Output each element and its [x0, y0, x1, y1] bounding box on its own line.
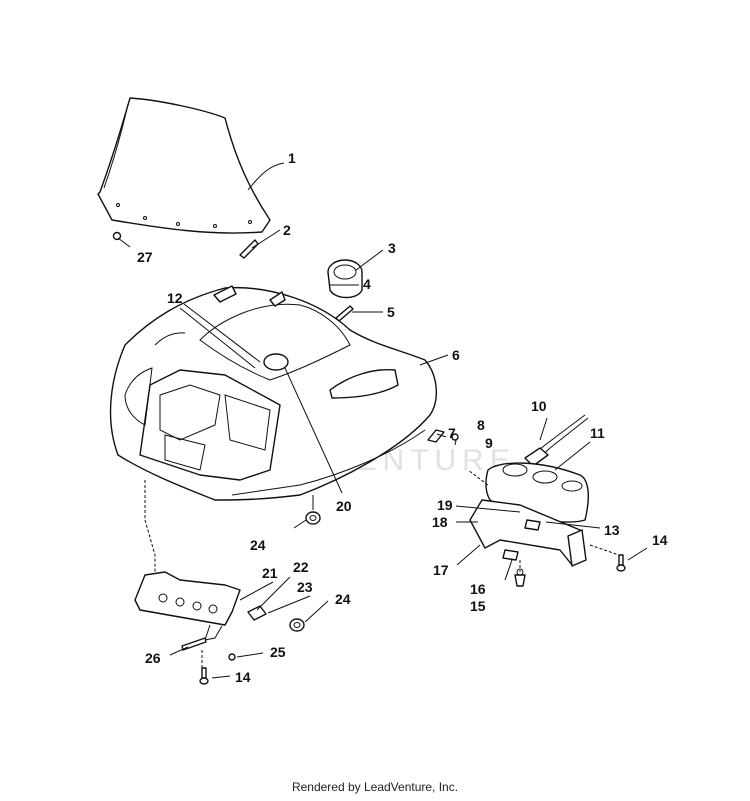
callout-22: 22	[293, 559, 309, 575]
bracket-screw	[616, 554, 626, 572]
lower-grommet	[289, 618, 305, 632]
callout-17: 17	[433, 562, 449, 578]
gauge-housing	[327, 259, 363, 299]
callout-27: 27	[137, 249, 153, 265]
callout-2: 2	[283, 222, 291, 238]
windshield	[97, 97, 271, 234]
callout-26: 26	[145, 650, 161, 666]
callout-14-bottom: 14	[235, 669, 251, 685]
hood	[109, 285, 437, 501]
callout-23: 23	[297, 579, 313, 595]
bracket	[427, 429, 445, 443]
callout-7: 7	[448, 425, 456, 441]
callout-25: 25	[270, 644, 286, 660]
callout-15: 15	[470, 598, 486, 614]
small-nut	[451, 433, 459, 441]
callout-13: 13	[604, 522, 620, 538]
callout-9: 9	[485, 435, 493, 451]
callout-4: 4	[363, 276, 371, 292]
callout-18: 18	[432, 514, 448, 530]
headlight-bracket	[469, 499, 587, 567]
callout-19: 19	[437, 497, 453, 513]
lower-bolt	[199, 667, 209, 685]
windshield-screw	[239, 239, 259, 259]
panel-clip	[247, 605, 267, 621]
bracket-clip	[502, 549, 519, 561]
panel-washer	[228, 653, 236, 661]
callout-24-bottom: 24	[335, 591, 351, 607]
callout-21: 21	[262, 565, 278, 581]
windshield-washer	[112, 231, 122, 241]
callout-24-top: 24	[250, 537, 266, 553]
callout-12: 12	[167, 290, 183, 306]
callout-10: 10	[531, 398, 547, 414]
callout-11: 11	[590, 425, 605, 441]
gauge-clip	[335, 305, 354, 322]
callout-labels: 1 2 3 4 5 6 7 8 9 10 11 12 13 14 14 15 1…	[137, 150, 668, 685]
callout-1: 1	[288, 150, 296, 166]
callout-16: 16	[470, 581, 486, 597]
callout-5: 5	[387, 304, 395, 320]
callout-14-right: 14	[652, 532, 668, 548]
bracket-grommet	[514, 568, 526, 587]
leader-lines	[117, 162, 648, 679]
callout-3: 3	[388, 240, 396, 256]
footer-credit: Rendered by LeadVenture, Inc.	[291, 780, 459, 794]
lower-panel	[134, 571, 241, 641]
callout-20: 20	[336, 498, 352, 514]
callout-8: 8	[477, 417, 485, 433]
hood-grommet	[305, 495, 321, 525]
wiring-harness	[524, 414, 589, 467]
callout-6: 6	[452, 347, 460, 363]
